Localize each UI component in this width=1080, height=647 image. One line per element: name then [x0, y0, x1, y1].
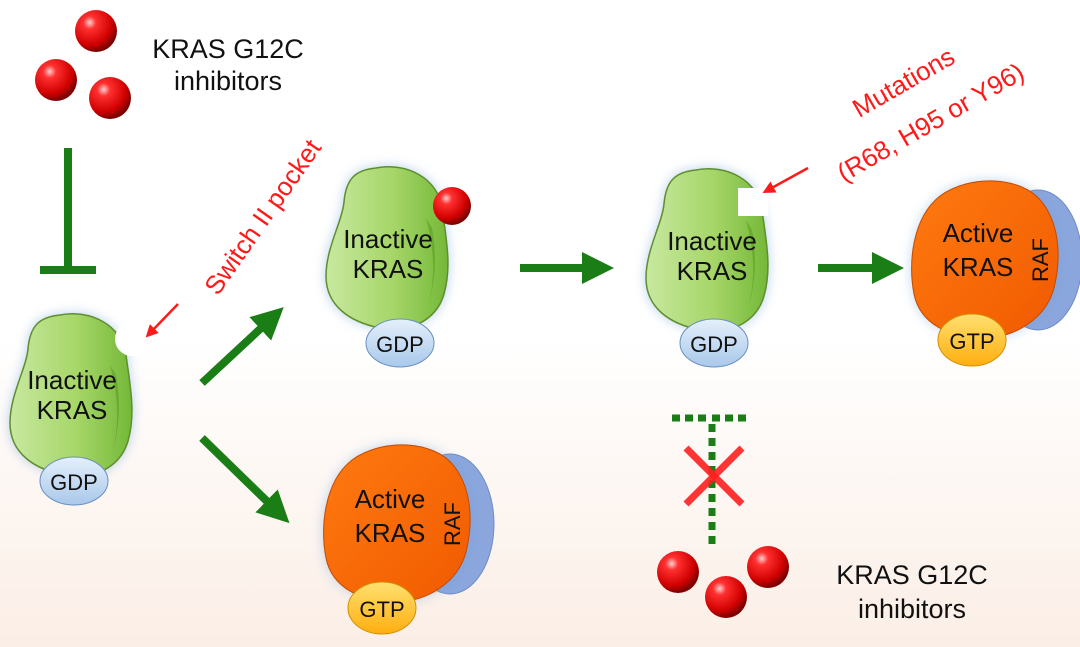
blocked-x-icon [683, 445, 745, 507]
inhibition-tbar [40, 148, 96, 274]
pocket-pointer-arrow [145, 303, 179, 338]
arrow-to-active-kras [199, 435, 290, 524]
gtp-nucleotide [347, 581, 417, 635]
inhibitor-ball-icon [35, 59, 77, 101]
switch-pocket-label: Switch II pocket [198, 133, 327, 300]
inhibitor-ball-icon [747, 546, 789, 588]
mutations-annotation: Mutations (R68, H95 or Y96) [762, 41, 1029, 194]
kras-state-label: Inactive [343, 224, 433, 254]
kras-protein-label: KRAS [677, 256, 748, 286]
kras-state-label: Inactive [27, 365, 117, 395]
kras-protein-label: KRAS [355, 518, 426, 548]
kras-inactive-mutant: Inactive KRAS GDP [646, 169, 768, 368]
inhibitor-label-line1: KRAS G12C [152, 34, 304, 64]
raf-label: RAF [1028, 238, 1053, 282]
inhibitor-ball-icon [75, 10, 117, 52]
kras-protein-label: KRAS [353, 254, 424, 284]
switch-ii-pocket [115, 322, 149, 356]
inhibitor-label-line1: KRAS G12C [836, 560, 988, 590]
kras-state-label: Active [355, 484, 426, 514]
gdp-nucleotide [39, 456, 109, 506]
switch-pocket-annotation: Switch II pocket [145, 133, 328, 338]
arrow-to-bound-kras [199, 307, 284, 386]
gdp-label: GDP [50, 470, 98, 495]
inhibitor-ball-icon [89, 77, 131, 119]
gdp-nucleotide [679, 318, 749, 368]
kras-state-label: Active [943, 218, 1014, 248]
kras-protein-label: KRAS [943, 252, 1014, 282]
mutated-pocket [738, 188, 768, 216]
inhibitor-label-line2: inhibitors [858, 594, 966, 624]
inhibitor-ball-icon [705, 576, 747, 618]
gdp-nucleotide [365, 318, 435, 368]
mutations-pointer-arrow [762, 166, 809, 194]
inhibitor-ball-icon [657, 551, 699, 593]
kras-inactive-bound: Inactive KRAS GDP [326, 167, 471, 368]
gtp-label: GTP [949, 329, 994, 354]
inhibitor-label-line2: inhibitors [174, 66, 282, 96]
kras-protein-label: KRAS [37, 395, 108, 425]
gdp-label: GDP [690, 332, 738, 357]
inhibitor-group-top: KRAS G12C inhibitors [35, 10, 304, 119]
gtp-label: GTP [359, 597, 404, 622]
gtp-nucleotide [937, 313, 1007, 367]
bound-inhibitor-icon [433, 187, 471, 225]
gdp-label: GDP [376, 332, 424, 357]
kras-inactive-left: Inactive KRAS GDP [10, 314, 149, 506]
kras-active-right: RAF Active KRAS GTP [912, 181, 1080, 367]
raf-label: RAF [440, 502, 465, 546]
blocked-inhibition [672, 414, 748, 544]
kras-active-bottom: RAF Active KRAS GTP [324, 445, 495, 635]
kras-state-label: Inactive [667, 226, 757, 256]
inhibitor-group-bottom: KRAS G12C inhibitors [657, 546, 988, 624]
